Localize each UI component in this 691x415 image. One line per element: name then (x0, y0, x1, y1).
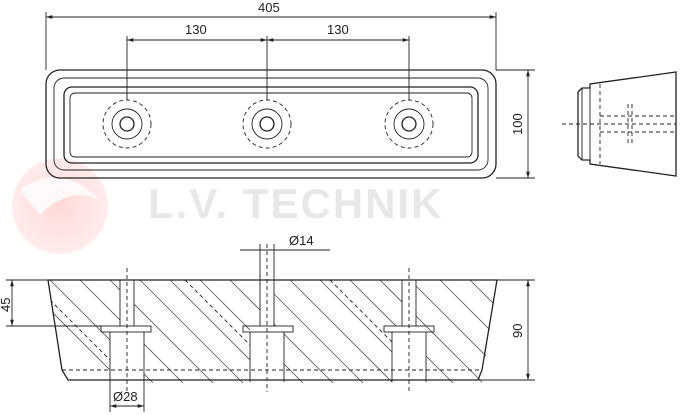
top-view: 405 130 130 100 (45, 0, 535, 179)
logo-circle-icon (12, 158, 108, 254)
dim-total-length: 405 (258, 0, 280, 15)
watermark-logo (12, 158, 108, 254)
dim-spacing-right: 130 (327, 22, 349, 37)
dim-counterbore-diameter: Ø28 (113, 389, 138, 404)
dim-width: 100 (510, 113, 525, 135)
dim-height-top: 45 (0, 298, 13, 312)
dim-spacing-left: 130 (185, 22, 207, 37)
bolt-hole-left (102, 99, 152, 149)
section-view: Ø14 Ø28 45 90 (0, 233, 535, 412)
bolt-hole-right (384, 99, 434, 149)
dim-bolt-diameter: Ø14 (289, 233, 314, 248)
bolt-hole-center (242, 99, 292, 149)
watermark-text: L.V. TECHNIK (148, 180, 443, 227)
end-view (562, 71, 677, 177)
dim-height-total: 90 (510, 324, 525, 338)
